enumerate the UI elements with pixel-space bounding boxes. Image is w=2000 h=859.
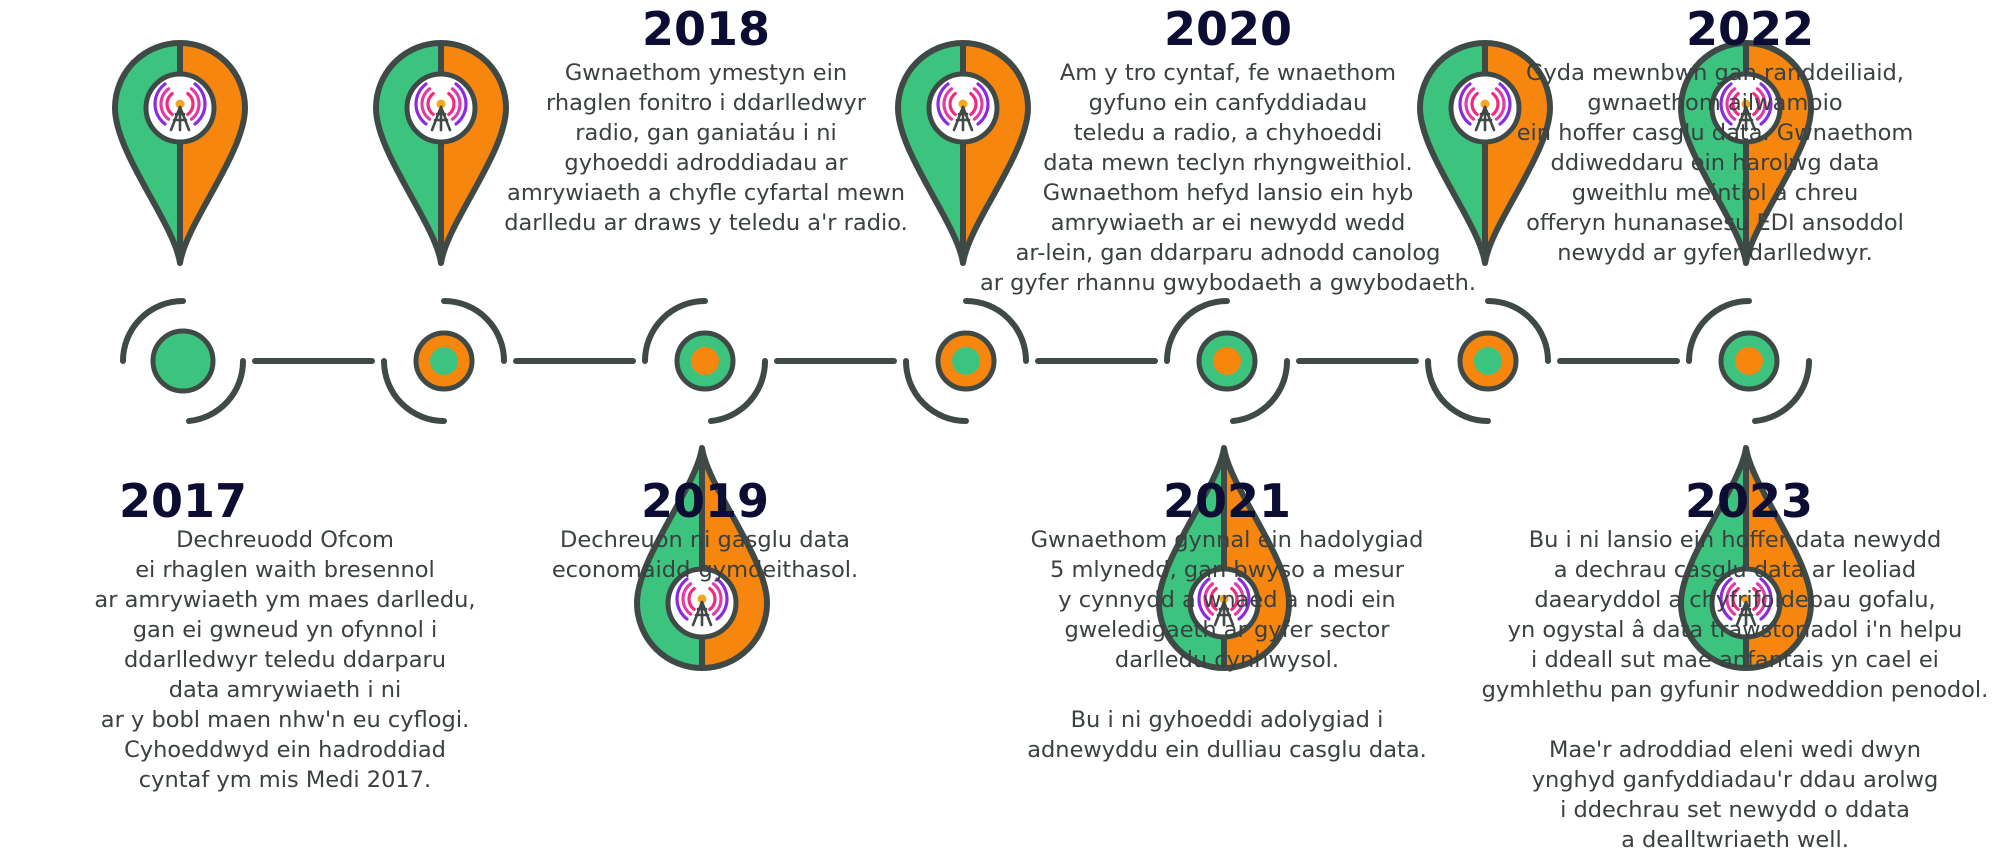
timeline-connectors: [252, 358, 1680, 364]
milestone-description: Dechreuodd Ofcom ei rhaglen waith bresen…: [94, 527, 476, 793]
milestone-pin: [634, 445, 770, 671]
radio-tower-icon: [1197, 577, 1251, 627]
radio-tower-icon: [1719, 82, 1773, 132]
radio-tower-icon: [936, 82, 990, 132]
node-arc: [1752, 358, 1813, 424]
node-arc: [381, 358, 447, 424]
milestone-description: Bu i ni lansio ein hoffer data newydd a …: [1481, 527, 1989, 853]
node-arc: [1164, 298, 1230, 364]
milestone-year: 2018: [641, 2, 771, 56]
radio-tower-icon: [153, 82, 207, 132]
pin-outline: [1156, 445, 1292, 671]
node-arc: [708, 358, 769, 424]
pin-outline: [112, 40, 248, 266]
timeline-node-core: [1735, 347, 1763, 375]
pin-outline: [895, 40, 1031, 266]
milestone-year: 2019: [640, 474, 770, 528]
node-arc: [120, 298, 186, 364]
timeline-node-core: [952, 347, 980, 375]
node-arc: [1485, 298, 1551, 364]
node-arc: [186, 358, 247, 424]
pin-outline: [1417, 40, 1553, 266]
timeline-nodes: [150, 328, 1780, 394]
milestone-year: 2023: [1684, 474, 1814, 528]
milestone-year: 2021: [1162, 474, 1292, 528]
milestone-description: Am y tro cyntaf, fe wnaethom gyfuno ein …: [979, 60, 1477, 296]
milestone-year: 2022: [1685, 2, 1815, 56]
pin-outline: [1678, 40, 1814, 266]
timeline-node-core: [1213, 347, 1241, 375]
node-arc: [903, 358, 969, 424]
pin-outline: [373, 40, 509, 266]
decorative-pin: [112, 40, 248, 266]
timeline-node-core: [430, 347, 458, 375]
radio-tower-icon: [1458, 82, 1512, 132]
milestone-description: Gwnaethom ymestyn ein rhaglen fonitro i …: [504, 60, 908, 236]
milestone-year: 2017: [118, 474, 248, 528]
radio-tower-icon: [675, 577, 729, 627]
radio-tower-icon: [1719, 577, 1773, 627]
node-arc: [1425, 358, 1491, 424]
milestone-pin: [895, 40, 1031, 266]
radio-tower-icon: [414, 82, 468, 132]
node-arc: [441, 298, 507, 364]
timeline-arcs: [120, 298, 1813, 424]
node-arc: [963, 298, 1029, 364]
milestone-description: Gwnaethom gynnal ein hadolygiad 5 mlyned…: [1027, 527, 1427, 763]
pin-outline: [1678, 445, 1814, 671]
milestone-description: Dechreuon ni gasglu data economaidd-gymd…: [551, 527, 859, 583]
pin-outline: [634, 445, 770, 671]
timeline-node-core: [691, 347, 719, 375]
milestone-description: Gyda mewnbwn gan randdeiliaid, gwnaethom…: [1516, 60, 1914, 266]
milestone-year: 2020: [1163, 2, 1293, 56]
node-arc: [1686, 298, 1752, 364]
node-arc: [642, 298, 708, 364]
timeline-node: [150, 328, 216, 394]
node-arc: [1230, 358, 1291, 424]
timeline-node-core: [1474, 347, 1502, 375]
